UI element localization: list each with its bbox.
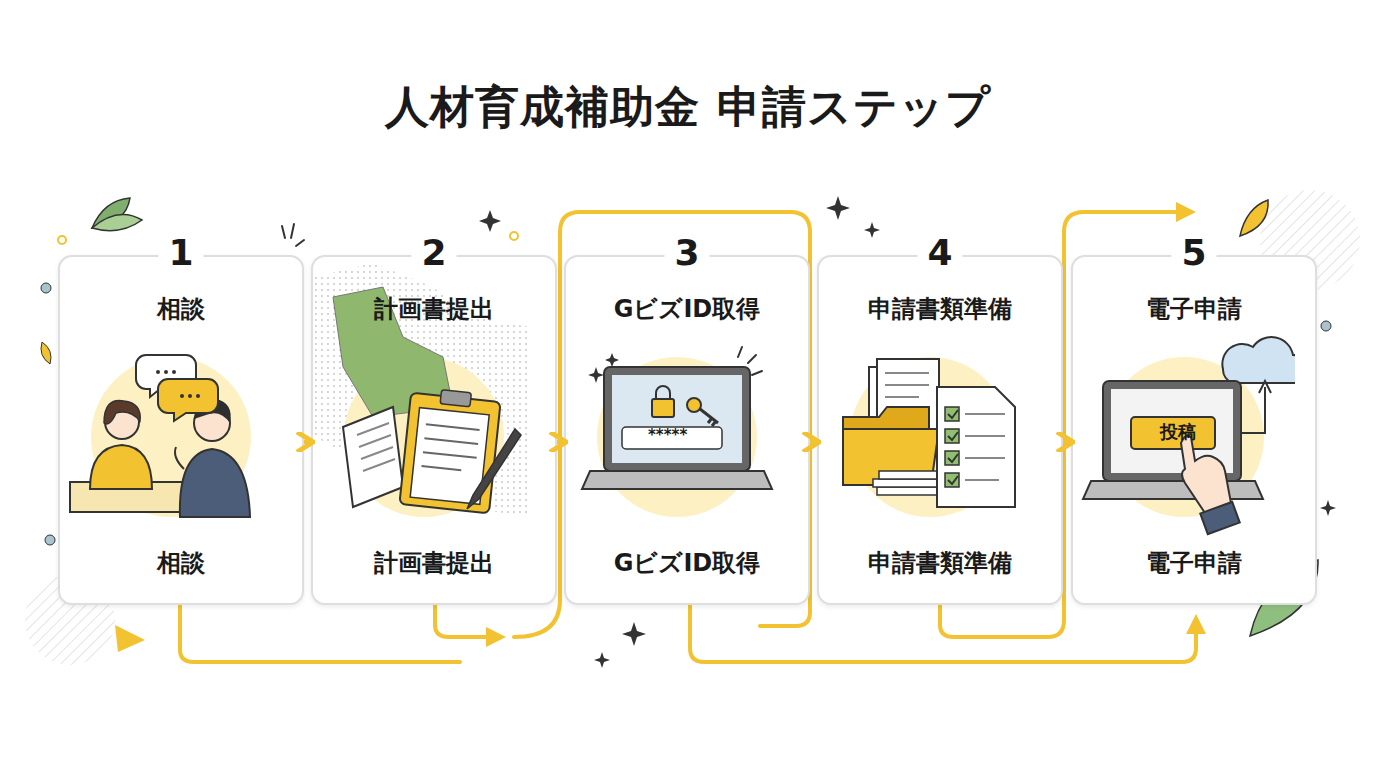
step-connector	[304, 440, 311, 444]
step-caption: 相談	[60, 549, 302, 578]
step-caption: 電子申請	[1073, 549, 1315, 578]
step-connector	[1063, 440, 1071, 444]
step-heading: 相談	[60, 295, 302, 324]
password-mask: *****	[648, 428, 687, 443]
diagram-title: 人材育成補助金 申請ステップ	[0, 78, 1376, 137]
step-number: 2	[411, 233, 456, 273]
step-card: 2計画書提出計画書提出	[311, 255, 557, 605]
step-caption: 申請書類準備	[819, 549, 1061, 578]
step-heading: 計画書提出	[313, 295, 555, 324]
step-card: 4申請書類準備申請書類準備	[817, 255, 1063, 605]
step-card: 1相談相談	[58, 255, 304, 605]
step-caption: 計画書提出	[313, 549, 555, 578]
step-number: 1	[158, 233, 203, 273]
step-heading: 申請書類準備	[819, 295, 1061, 324]
step-heading: 電子申請	[1073, 295, 1315, 324]
step-number: 3	[664, 233, 709, 273]
step-heading: GビズID取得	[566, 295, 808, 324]
step-caption: GビズID取得	[566, 549, 808, 578]
submit-button-label: 投稿	[1160, 423, 1196, 441]
step-number: 4	[917, 233, 962, 273]
step-connector	[557, 440, 564, 444]
step-number: 5	[1171, 233, 1216, 273]
step-connector	[810, 440, 817, 444]
